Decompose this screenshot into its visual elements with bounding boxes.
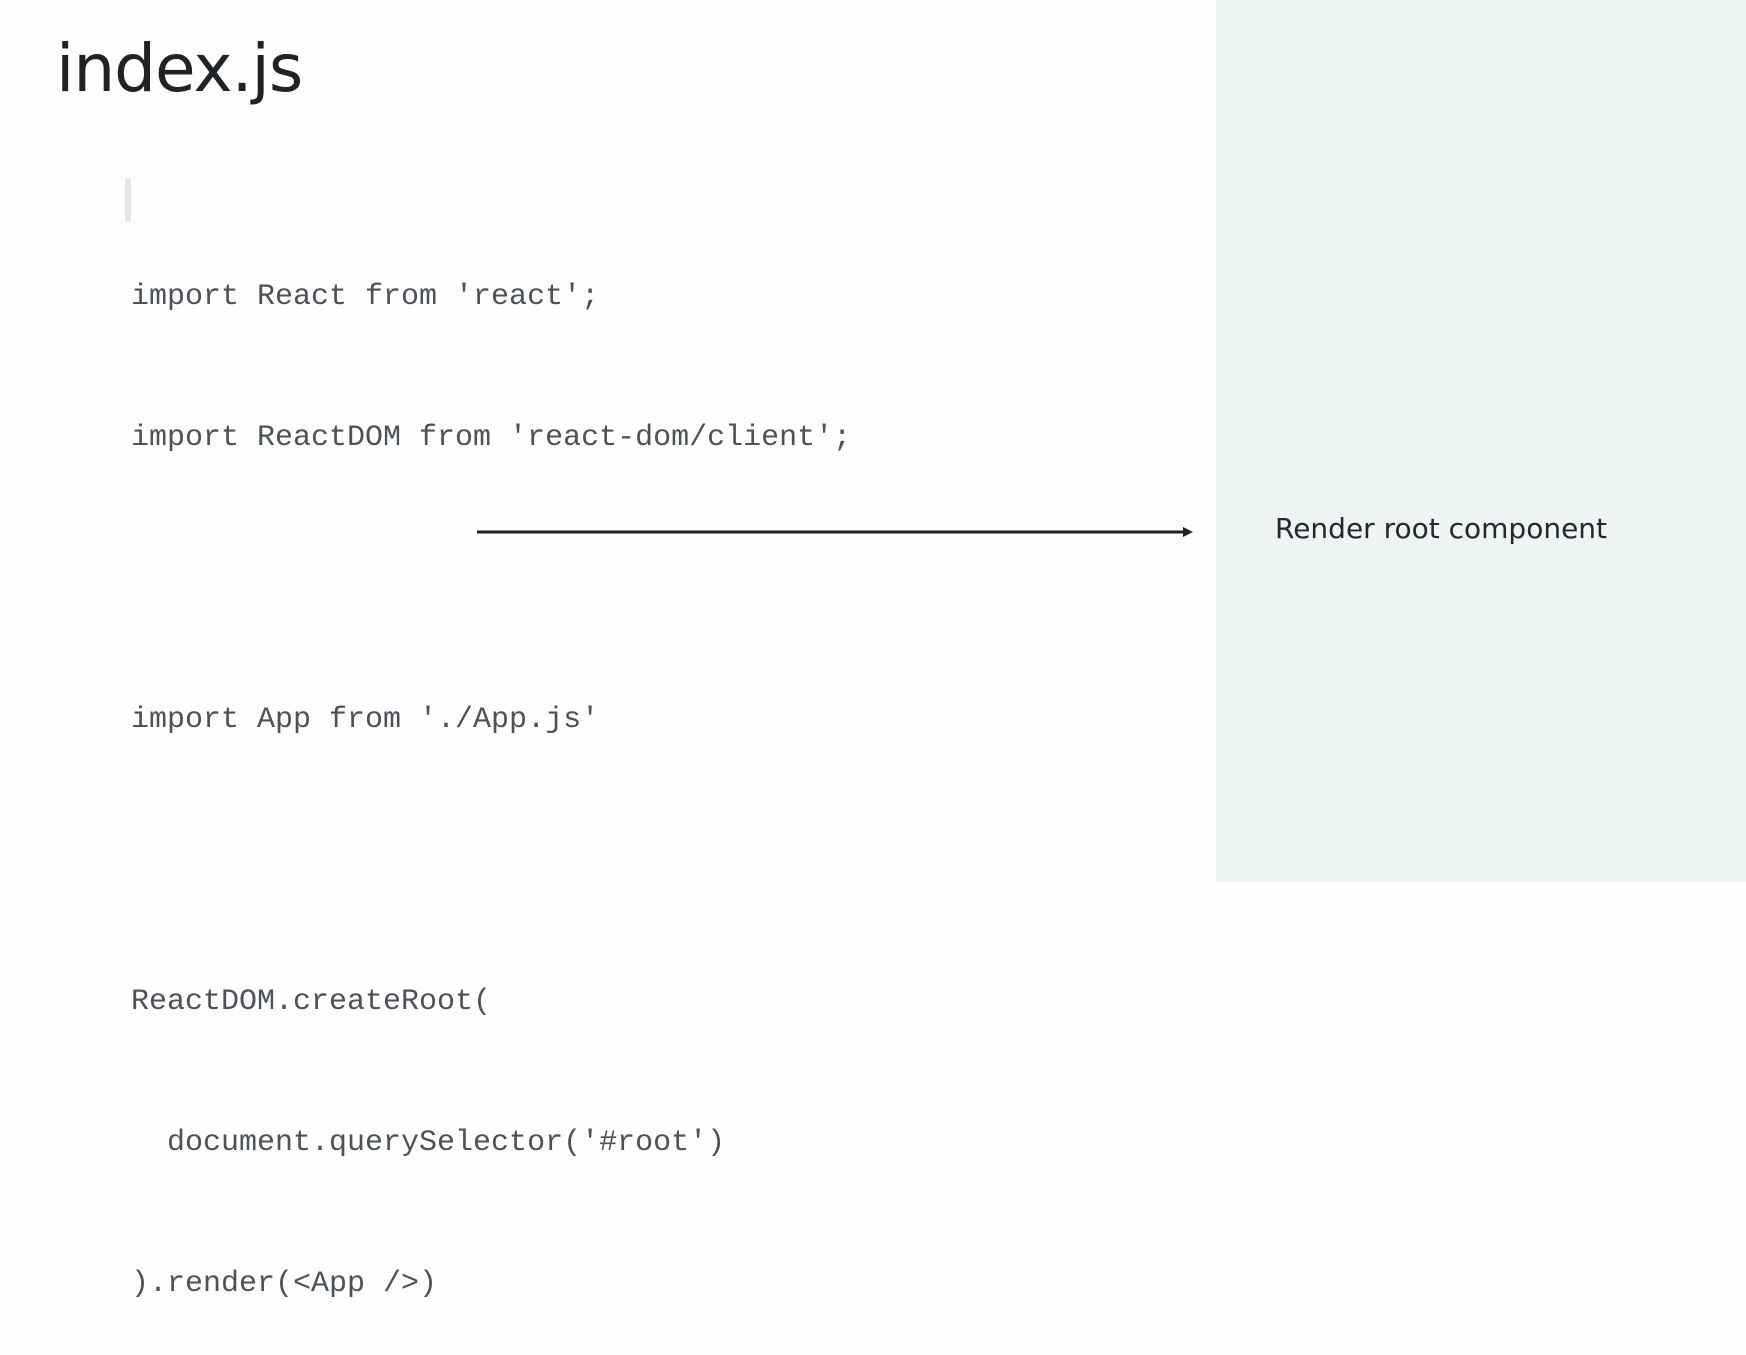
slide-title: index.js bbox=[56, 30, 303, 107]
arrow-right-icon bbox=[477, 527, 1193, 537]
code-line: ).render(<App />) bbox=[131, 1267, 438, 1301]
code-line: import ReactDOM from 'react-dom/client'; bbox=[131, 421, 852, 455]
annotation-panel bbox=[1216, 0, 1746, 882]
annotation-label: Render root component bbox=[1275, 512, 1608, 545]
code-line: document.querySelector('#root') bbox=[131, 1126, 726, 1160]
code-line: ReactDOM.createRoot( bbox=[131, 985, 492, 1019]
code-line: import React from 'react'; bbox=[131, 280, 600, 314]
code-line: import App from './App.js' bbox=[131, 703, 600, 737]
code-line bbox=[131, 838, 851, 885]
text-cursor bbox=[125, 178, 131, 222]
code-block: import React from 'react'; import ReactD… bbox=[131, 180, 851, 1355]
code-line bbox=[131, 556, 851, 603]
